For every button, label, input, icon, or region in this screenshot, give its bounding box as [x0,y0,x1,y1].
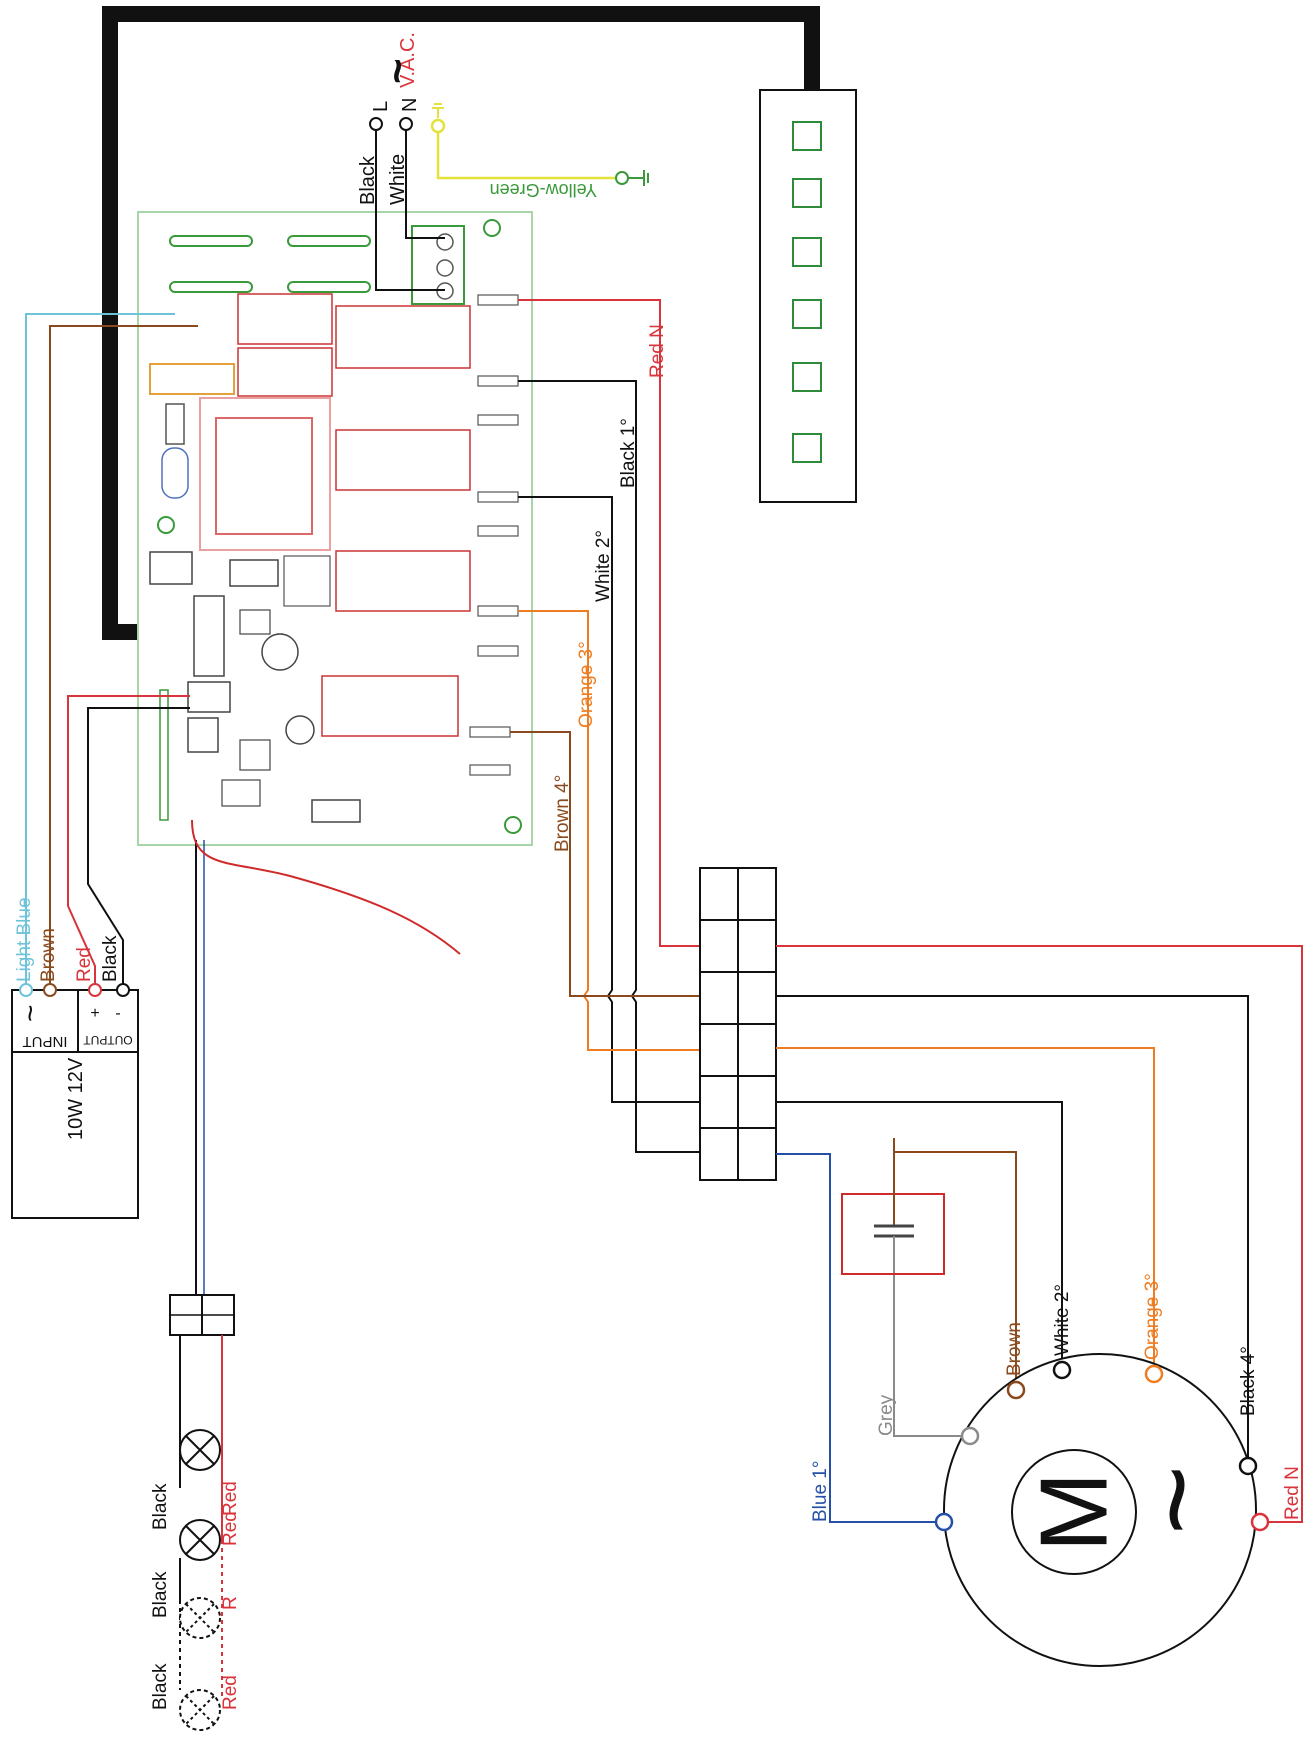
label-plus: + [90,1005,99,1022]
motor [934,1353,1270,1667]
label-orange-3-motor: Orange 3° [1142,1273,1163,1360]
motor-terminal-grey [960,1426,980,1446]
label-lamp-red-2: Red [220,1511,241,1546]
label-brown-motor: Brown [1004,1322,1025,1376]
label-psu-rating: 10W 12V [65,1057,87,1140]
label-lamp-black-3: Black [150,1663,171,1710]
label-orange-3-board: Orange 3° [576,641,597,728]
motor-wiring [776,945,1303,1523]
lamp-4-optional [179,1689,221,1731]
label-input: INPUT [23,1033,68,1050]
label-grey-motor: Grey [876,1394,897,1436]
power-supply [11,983,139,1219]
label-black-4-motor: Black 4° [1238,1346,1259,1416]
junction-block [699,867,777,1181]
label-output: OUTPUT [83,1033,133,1047]
label-white-2-motor: White 2° [1052,1284,1073,1356]
label-n: N [399,98,421,112]
label-minus: - [115,1005,120,1022]
label-blue-1-motor: Blue 1° [810,1461,831,1522]
lamp-2 [179,1519,221,1561]
terminal-brown [43,983,57,997]
label-red-n-motor: Red N [1282,1466,1303,1520]
label-l: L [370,101,392,112]
terminal-ground [615,171,629,185]
panel-key-4 [792,299,822,329]
control-panel [759,89,857,503]
motor-terminal-blue-1 [934,1512,954,1532]
psu-wiring [25,313,198,990]
panel-key-2 [792,178,822,208]
lamp-1 [179,1429,221,1471]
terminal-minus [116,983,130,997]
lamp-cable [169,819,461,1731]
label-red-n-board: Red N [647,324,668,378]
panel-key-3 [792,237,822,267]
control-board [137,211,533,846]
panel-key-5 [792,362,822,392]
motor-symbol-ac: ~ [1109,1465,1243,1535]
label-brown-4-board: Brown 4° [552,775,573,852]
motor-terminal-orange-3 [1144,1364,1164,1384]
motor-symbol-m: M [1021,1472,1128,1552]
label-lamp-r: R [220,1596,241,1610]
label-light-blue: Light Blue [14,897,35,982]
terminal-n [399,117,413,131]
board-output-wiring [510,299,700,1153]
label-brown-psu: Brown [38,928,59,982]
label-white-2-board: White 2° [593,530,614,602]
label-lamp-red-1: Red [220,1481,241,1516]
motor-terminal-brown [1006,1380,1026,1400]
label-black-psu: Black [100,935,121,982]
label-vac: V.A.C. [397,32,419,88]
label-black-1-board: Black 1° [618,418,639,488]
label-lamp-black-1: Black [150,1483,171,1530]
label-yellow-green: Yellow-Green [490,180,597,200]
panel-key-6 [792,433,822,463]
label-mains-white: White [387,154,409,205]
panel-key-1 [792,121,822,151]
label-red-psu: Red [74,947,95,982]
label-mains-black: Black [357,155,379,205]
motor-terminal-black-4 [1238,1456,1258,1476]
motor-terminal-red-n [1250,1512,1270,1532]
terminal-l [369,117,383,131]
ac-symbol: ~ [373,58,422,84]
terminal-plus [88,983,102,997]
terminal-light-blue [19,983,33,997]
label-lamp-red-3: Red [220,1675,241,1710]
label-lamp-black-2: Black [150,1571,171,1618]
motor-terminal-white-2 [1052,1360,1072,1380]
terminal-ground-board [430,118,446,134]
mains-wiring [369,103,649,291]
ac-symbol-psu: ~ [14,1004,47,1022]
lamp-3-optional [179,1597,221,1639]
